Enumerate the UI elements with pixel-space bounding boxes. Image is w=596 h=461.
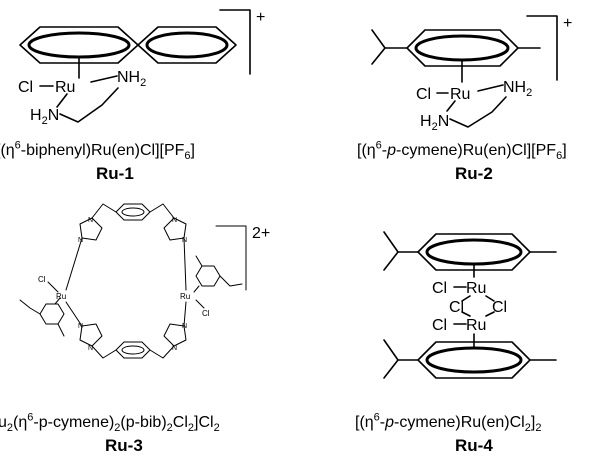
ru3-atom-ru-right: Ru <box>180 292 190 301</box>
ru4-atom-cl-bridge-right: Cl <box>492 299 507 316</box>
ru1-atom-nh2: NH2 <box>117 69 146 89</box>
ru1-charge: + <box>256 9 265 26</box>
ru4-formula: [(η6-p-cymene)Ru(en)Cl2]2 <box>355 411 542 435</box>
ru1-formula: [(η6-biphenyl)Ru(en)Cl][PF6] <box>0 139 195 163</box>
ru3-n-ru-bond-tr <box>183 237 187 291</box>
ru3-benzene-bottom-aromatic <box>121 345 145 355</box>
ru2-isopropyl <box>371 29 386 65</box>
ru3-benzene-top <box>115 203 151 221</box>
ru3-ch2-bottom-left <box>91 345 117 359</box>
ru4-bridge-4 <box>485 311 495 317</box>
ru3-cymene-left-isopropyl <box>19 299 41 315</box>
ru3-atom-n-3: N <box>172 217 177 224</box>
ru4-bridge-2 <box>485 295 495 302</box>
ru3-imidazole-top-left <box>79 217 103 241</box>
ru3-benzene-bottom <box>115 341 151 359</box>
ru3-charge: 2+ <box>252 225 270 242</box>
ru1-ring-aromatic-right <box>145 31 229 59</box>
ru1-ring-aromatic-left <box>27 31 131 59</box>
ru3-ch2-top-right <box>149 203 175 219</box>
ru3-imidazole-bottom-right <box>163 323 187 347</box>
ru3-n-ru-bond-bl <box>65 301 83 327</box>
ru2-atom-cl: Cl <box>416 86 431 103</box>
ru1-structure <box>19 9 251 123</box>
ru4-bridge-3 <box>461 311 471 317</box>
ru2-charge-bracket <box>526 15 558 81</box>
ru1-charge-bracket <box>219 9 251 75</box>
ru3-n-ru-bond-br <box>183 301 187 327</box>
ru2-ru-nh2-bond <box>477 84 504 92</box>
ru1-benzene-ring-right <box>137 26 237 64</box>
ru3-atom-n-5: N <box>78 323 83 330</box>
ru3-cymene-left-eta <box>54 297 61 305</box>
ru3-label: Ru-3 <box>105 436 143 455</box>
ru3-ch2-top-left <box>91 203 117 219</box>
ru4-atom-ru-top: Ru <box>466 280 486 297</box>
ru2-label: Ru-2 <box>455 164 493 183</box>
ru3-imidazole-bottom-left <box>79 323 103 347</box>
ru4-ring-aromatic-bottom <box>425 346 523 374</box>
ru1-atom-ru: Ru <box>55 79 75 96</box>
ru4-atom-cl-bridge-left: Cl <box>449 299 464 316</box>
ru3-atom-n-1: N <box>88 217 93 224</box>
ru1-atom-h2n: H2N <box>30 107 59 127</box>
ru3-cymene-right-ring <box>195 265 221 287</box>
ru2-atom-h2n: H2N <box>420 113 449 133</box>
ru3-atom-cl-left: Cl <box>38 275 46 284</box>
ru1-ru-nh2-bond <box>90 75 118 83</box>
ru3-cymene-left-ring <box>39 303 65 325</box>
ru3-cymene-right-isopropyl <box>219 275 243 287</box>
ru3-atom-cl-right: Cl <box>202 309 210 318</box>
ru1-atom-cl: Cl <box>18 79 33 96</box>
ru4-atom-cl-top: Cl <box>432 280 447 297</box>
ru2-en-bridge <box>449 96 507 128</box>
ru1-label: Ru-1 <box>96 164 134 183</box>
ru3-ru-cl-left <box>47 281 59 293</box>
ru3-formula: u2(η6-p-cymene)2(p-bib)2Cl2]Cl2 <box>0 411 220 435</box>
ru3-atom-n-8: N <box>172 345 177 352</box>
ru4-atom-ru-bottom: Ru <box>466 317 486 334</box>
ru4-bridge-1 <box>461 295 471 302</box>
ru3-atom-n-7: N <box>182 323 187 330</box>
ru3-atom-n-2: N <box>78 237 83 244</box>
ru3-structure <box>19 203 247 359</box>
ru2-formula: [(η6-p-cymene)Ru(en)Cl][PF6] <box>357 139 567 163</box>
ru3-ch2-bottom-right <box>149 345 175 359</box>
ru3-atom-n-6: N <box>88 345 93 352</box>
ru2-ring-aromatic <box>414 34 510 62</box>
ru4-isopropyl-top <box>383 231 399 271</box>
ru4-ring-aromatic-top <box>425 238 523 266</box>
ru3-cymene-right-eta <box>193 285 200 293</box>
ru3-imidazole-top-right <box>163 217 187 241</box>
ru3-ru-cl-right <box>195 299 205 309</box>
ru1-ru-n-bond <box>56 93 68 108</box>
ru3-cymene-left-methyl <box>57 323 65 337</box>
ru1-en-bridge <box>59 87 119 123</box>
ru3-n-ru-bond-tl <box>65 237 83 291</box>
ru3-atom-n-4: N <box>182 237 187 244</box>
ru4-atom-cl-bottom: Cl <box>432 317 447 334</box>
ru2-charge: + <box>563 15 572 32</box>
ru3-cymene-right-methyl <box>195 255 203 267</box>
ru4-label: Ru-4 <box>455 436 493 455</box>
ru2-atom-nh2: NH2 <box>503 79 532 99</box>
ru2-ru-n-bond <box>446 100 456 112</box>
ru2-atom-ru: Ru <box>450 86 470 103</box>
ru3-charge-bracket <box>215 225 247 291</box>
ru2-structure <box>371 15 558 128</box>
ru4-isopropyl-bottom <box>383 339 399 379</box>
ru3-atom-ru-left: Ru <box>56 292 66 301</box>
ru3-benzene-top-aromatic <box>121 207 145 217</box>
ru4-structure <box>383 231 557 379</box>
